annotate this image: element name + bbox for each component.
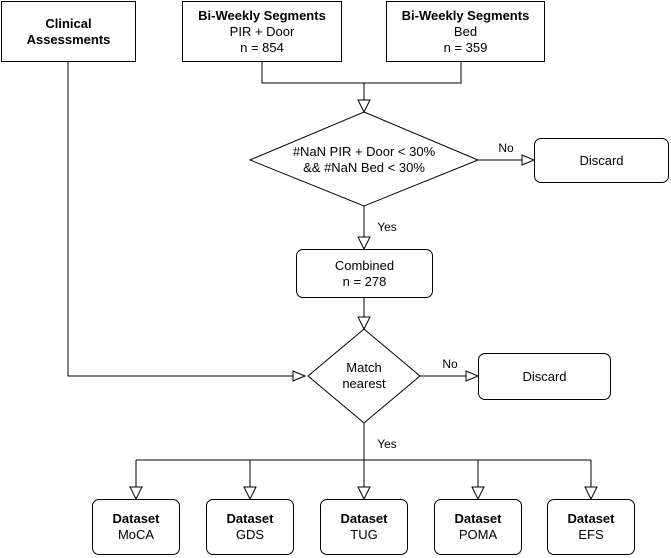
discard-box-2: Discard [478, 353, 611, 400]
segments-bed-count: n = 359 [443, 39, 488, 55]
dataset-moca-box: Dataset MoCA [92, 499, 180, 555]
dataset-moca-name: MoCA [117, 527, 155, 542]
arrowhead-into-poma [471, 486, 485, 501]
dataset-gds-box: Dataset GDS [206, 499, 294, 555]
combined-box: Combined n = 278 [296, 249, 433, 298]
filter-condition: #NaN PIR + Door < 30% && #NaN Bed < 30% [264, 138, 464, 182]
dataset-poma-name: POMA [458, 527, 498, 542]
dataset-efs-title: Dataset [567, 511, 615, 526]
dataset-poma-box: Dataset POMA [434, 499, 522, 555]
filter-condition-line1: #NaN PIR + Door < 30% [292, 144, 436, 159]
arrowhead-into-tug [357, 486, 371, 501]
arrowhead-into-discard1 [521, 154, 536, 166]
dataset-efs-box: Dataset EFS [547, 499, 635, 555]
filter-yes-label: Yes [377, 220, 397, 234]
arrowhead-into-filter [357, 99, 371, 114]
arrowhead-into-discard2 [465, 370, 480, 382]
dataset-tug-box: Dataset TUG [320, 499, 408, 555]
match-condition-line1: Match [346, 360, 382, 375]
discard-box-1: Discard [534, 138, 669, 183]
segments-pir-door-box: Bi-Weekly Segments PIR + Door n = 854 [182, 1, 342, 62]
filter-no-label: No [498, 141, 514, 155]
discard-label-2: Discard [522, 368, 567, 384]
segments-pir-door-type: PIR + Door [229, 23, 295, 39]
dataset-efs-name: EFS [578, 527, 604, 542]
segments-bed-title: Bi-Weekly Segments [401, 7, 530, 23]
edge-seg-bed-to-merge [364, 62, 462, 84]
dataset-gds-name: GDS [235, 527, 265, 542]
match-condition: Match nearest [324, 358, 404, 394]
match-no-label: No [442, 357, 458, 371]
dataset-moca-title: Dataset [112, 511, 160, 526]
combined-count: n = 278 [342, 273, 387, 289]
segments-bed-box: Bi-Weekly Segments Bed n = 359 [386, 1, 545, 62]
discard-label-1: Discard [579, 152, 624, 168]
edge-seg-pir-to-merge [261, 62, 364, 84]
dataset-gds-title: Dataset [226, 511, 274, 526]
arrowhead-into-match [357, 316, 371, 331]
clinical-assessments-title: Clinical Assessments [26, 15, 111, 47]
dataset-poma-title: Dataset [454, 511, 502, 526]
combined-title: Combined [334, 257, 395, 273]
segments-pir-door-count: n = 854 [240, 39, 284, 55]
edge-clinical-to-match [67, 62, 293, 377]
segments-bed-type: Bed [453, 23, 478, 39]
match-condition-line2: nearest [342, 376, 386, 391]
dataset-tug-title: Dataset [340, 511, 388, 526]
filter-condition-line2: && #NaN Bed < 30% [303, 160, 425, 175]
clinical-assessments-box: Clinical Assessments [1, 1, 136, 62]
segments-pir-door-title: Bi-Weekly Segments [198, 7, 326, 23]
dataset-tug-name: TUG [350, 527, 378, 542]
arrowhead-into-efs [584, 486, 598, 501]
match-yes-label: Yes [377, 437, 397, 451]
arrowhead-into-combined [357, 236, 371, 251]
arrowhead-into-gds [243, 486, 257, 501]
arrowhead-into-moca [129, 486, 143, 501]
arrowhead-clinical-into-match [292, 370, 307, 382]
